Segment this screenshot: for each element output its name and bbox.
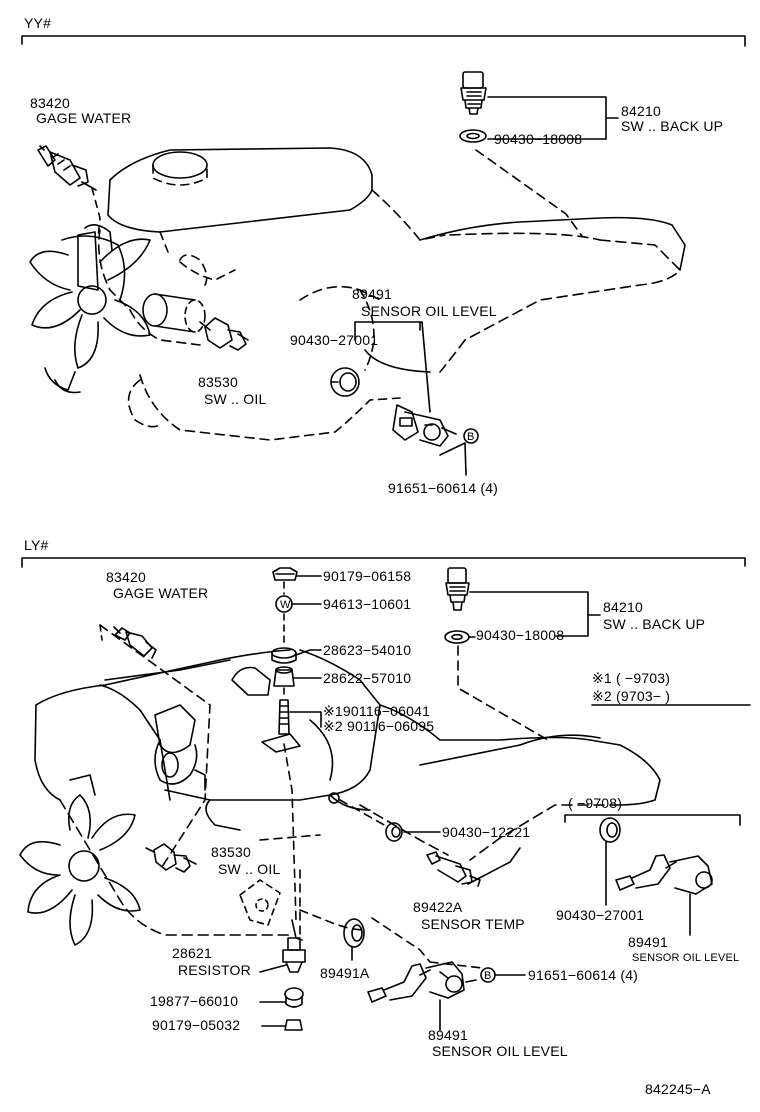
part-number-89491-box: 89491 — [628, 934, 668, 950]
range-9708: ( −9708) — [568, 795, 623, 811]
part-number-90430-18008-ly: 90430−18008 — [476, 627, 565, 643]
part-number-91651-ly: 91651−60614 (4) — [528, 967, 639, 983]
bolt-mark-yy: B — [467, 431, 475, 443]
part-name-gage-water-ly: GAGE WATER — [113, 585, 209, 601]
gage-water-sensor-yy — [37, 145, 101, 239]
washer-mark: W — [280, 599, 291, 611]
part-number-84210-ly: 84210 — [603, 599, 643, 615]
part-number-90430-18008-yy: 90430−18008 — [494, 131, 583, 147]
part-name-oil-switch-yy: SW .. OIL — [204, 391, 267, 407]
part-name-oil-switch-ly: SW .. OIL — [218, 861, 281, 877]
part-number-90179-06158: 90179−06158 — [323, 568, 412, 584]
part-number-190116: ※190116−06041 — [323, 703, 431, 719]
part-number-89491-ly: 89491 — [428, 1027, 468, 1043]
note-1: ※1 ( −9703) — [592, 670, 671, 686]
part-number-90430-27001-yy: 90430−27001 — [290, 332, 379, 348]
part-number-19877: 19877−66010 — [150, 993, 239, 1009]
part-name-backup-switch-ly: SW .. BACK UP — [603, 616, 706, 632]
gasket-12221 — [328, 792, 441, 842]
section-header-ly: LY# — [24, 537, 49, 553]
engine-ly-outline — [34, 624, 661, 941]
part-name-gage-water-yy: GAGE WATER — [36, 110, 132, 126]
part-name-oil-level-yy: SENSOR OIL LEVEL — [361, 303, 497, 319]
gasket-89491a — [343, 918, 365, 961]
part-number-28623: 28623−54010 — [323, 642, 412, 658]
part-number-83530-ly: 83530 — [211, 844, 251, 860]
part-number-89491a: 89491A — [320, 965, 370, 981]
part-number-83420-ly: 83420 — [106, 569, 146, 585]
oil-level-sensor-box — [599, 817, 713, 936]
part-number-290116: ※2 90116−06095 — [323, 718, 435, 734]
part-number-89422a: 89422A — [413, 899, 463, 915]
fan-yy — [29, 231, 151, 394]
part-number-90179-05032: 90179−05032 — [152, 1017, 241, 1033]
part-name-oil-level-box: SENSOR OIL LEVEL — [632, 952, 740, 964]
fan-ly — [19, 774, 141, 946]
section-ly-frame — [21, 557, 746, 568]
part-number-90430-27001-ly: 90430−27001 — [556, 907, 645, 923]
temp-sensor — [426, 847, 521, 887]
part-number-90430-12221: 90430−12221 — [442, 824, 531, 840]
part-number-83530-yy: 83530 — [198, 374, 238, 390]
note-2: ※2 (9703− ) — [592, 688, 671, 704]
part-number-83420-yy: 83420 — [30, 95, 70, 111]
backup-switch-yy — [459, 71, 619, 237]
part-number-94613: 94613−10601 — [323, 596, 412, 612]
gage-water-sensor-ly — [113, 626, 157, 659]
box-9708 — [564, 814, 741, 826]
part-name-resistor: RESISTOR — [178, 962, 251, 978]
backup-switch-ly — [444, 567, 601, 741]
oil-switch-yy — [199, 317, 249, 351]
oil-level-sensor-ly — [367, 917, 526, 1031]
part-number-84210-yy: 84210 — [621, 103, 661, 119]
part-name-oil-level-ly: SENSOR OIL LEVEL — [432, 1043, 568, 1059]
part-name-sensor-temp: SENSOR TEMP — [421, 916, 525, 932]
section-yy-frame — [21, 35, 746, 47]
part-number-91651-yy: 91651−60614 (4) — [388, 480, 499, 496]
resistor-stack — [259, 567, 322, 1031]
part-number-28621: 28621 — [172, 945, 212, 961]
figure-id: 842245−A — [645, 1081, 711, 1097]
part-number-28622: 28622−57010 — [323, 670, 412, 686]
oil-switch-ly — [145, 843, 197, 873]
bolt-mark-ly: B — [484, 970, 492, 982]
part-name-backup-switch-yy: SW .. BACK UP — [621, 118, 724, 134]
engine-yy-outline — [61, 147, 686, 441]
part-number-89491-yy: 89491 — [352, 286, 392, 302]
oil-level-sensor-yy — [330, 321, 479, 476]
section-header-yy: YY# — [24, 15, 52, 31]
